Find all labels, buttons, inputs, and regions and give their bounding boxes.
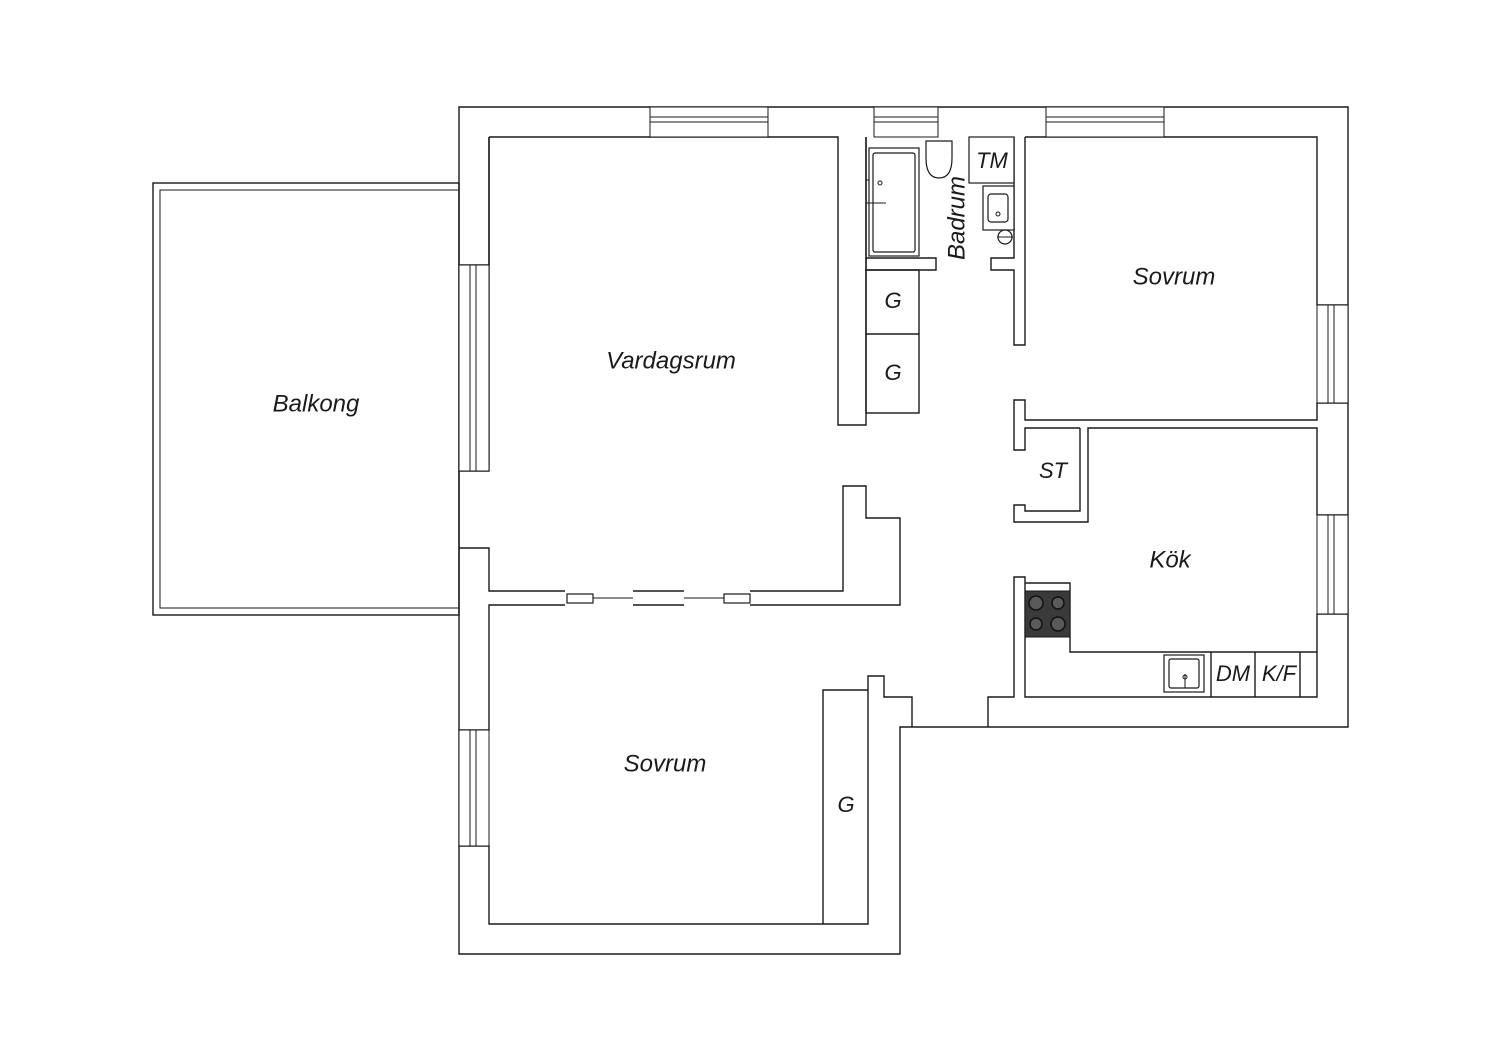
label-closet-3: G: [837, 792, 854, 817]
window: [649, 106, 769, 138]
sink: [982, 185, 1015, 245]
toilet: [925, 140, 953, 179]
label-tm: TM: [976, 148, 1008, 173]
bathtub: [866, 147, 920, 257]
room-label-sovrum-bottom: Sovrum: [624, 750, 707, 777]
outer-wall: [458, 106, 1349, 955]
window: [1316, 304, 1349, 404]
room-label-vardagsrum: Vardagsrum: [606, 347, 736, 374]
window: [1045, 106, 1165, 138]
label-kf: K/F: [1262, 661, 1298, 686]
fixture-labels: TM ST DM K/F G G G: [837, 148, 1297, 817]
stove: [1024, 590, 1071, 638]
room-label-kok: Kök: [1149, 546, 1192, 573]
room-label-badrum: Badrum: [943, 176, 970, 260]
window: [873, 106, 939, 138]
window: [458, 729, 490, 847]
room-labels: Balkong Vardagsrum Badrum Sovrum Kök Sov…: [273, 176, 1216, 777]
label-closet-2: G: [884, 360, 901, 385]
window: [458, 264, 490, 472]
windows: [458, 106, 1349, 847]
room-label-balkong: Balkong: [273, 390, 360, 417]
label-dm: DM: [1216, 661, 1251, 686]
kitchen-sink: [1163, 654, 1205, 693]
label-closet-1: G: [884, 288, 901, 313]
tm-box: [968, 136, 1015, 184]
room-label-sovrum-top: Sovrum: [1133, 263, 1216, 290]
window: [1316, 514, 1349, 615]
label-st: ST: [1039, 458, 1069, 483]
sliding-doors: [566, 593, 751, 604]
